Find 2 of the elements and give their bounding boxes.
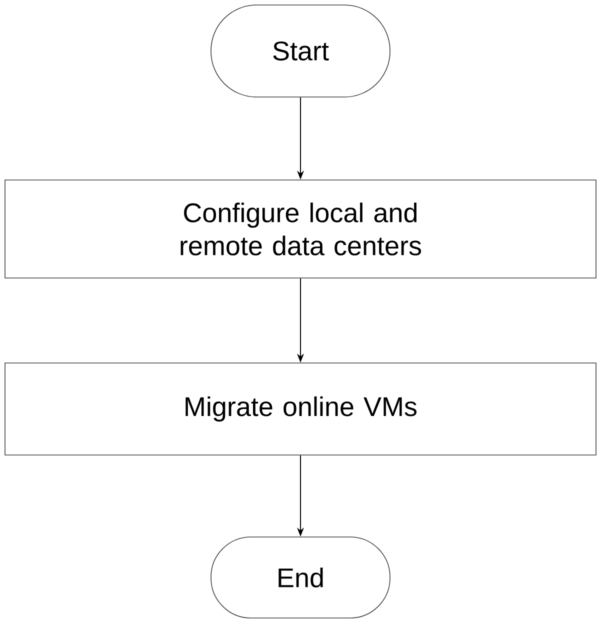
- process-box: Migrate online VMs: [4, 362, 596, 456]
- process-box: Configure local and remote data centers: [4, 180, 596, 278]
